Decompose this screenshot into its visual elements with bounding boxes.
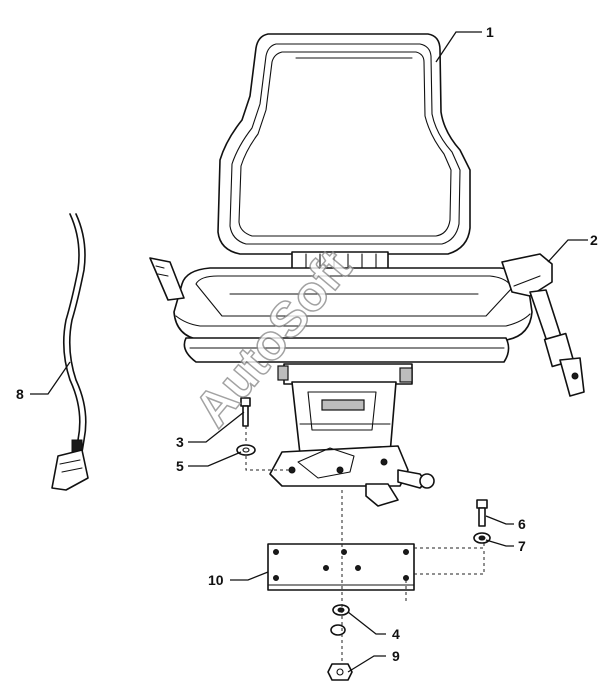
callout-1: 1 xyxy=(486,24,494,40)
base-plate xyxy=(267,543,415,591)
callout-6: 6 xyxy=(518,516,526,532)
suspension xyxy=(277,363,413,455)
callout-8: 8 xyxy=(16,386,24,402)
callout-10: 10 xyxy=(208,572,224,588)
callout-labels: 1 2 3 5 8 6 7 10 4 9 xyxy=(16,24,598,664)
callout-5: 5 xyxy=(176,458,184,474)
callout-2: 2 xyxy=(590,232,598,248)
callout-9: 9 xyxy=(392,648,400,664)
cable-harness xyxy=(51,213,89,491)
washer-7 xyxy=(473,532,491,544)
callout-3: 3 xyxy=(176,434,184,450)
callout-leaders xyxy=(30,31,588,673)
seat-belt xyxy=(501,253,585,397)
washer-4 xyxy=(330,604,350,636)
backrest xyxy=(217,33,471,255)
callout-4: 4 xyxy=(392,626,400,642)
nut-9 xyxy=(327,663,353,681)
assembly-lines xyxy=(245,426,485,664)
mounting-plate xyxy=(269,445,435,507)
callout-7: 7 xyxy=(518,538,526,554)
bolt-6 xyxy=(476,499,488,527)
seat-belt-left xyxy=(149,257,185,301)
seat-cushion xyxy=(173,267,533,363)
washer-5 xyxy=(236,444,256,456)
